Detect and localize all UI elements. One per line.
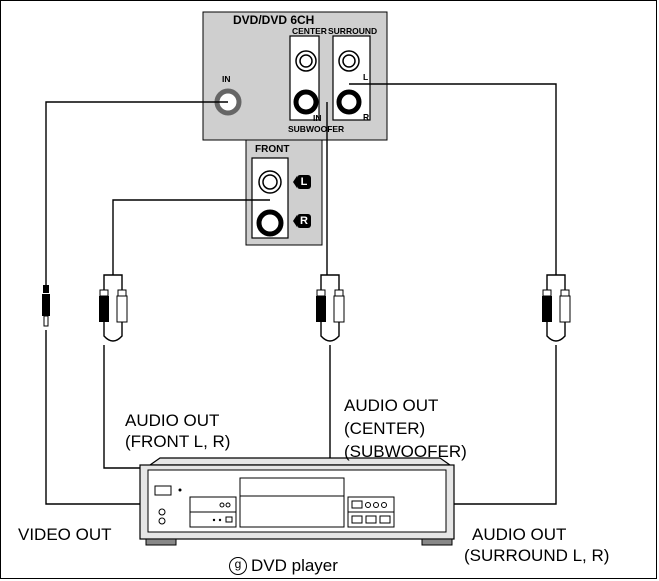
dvd-player-icon [139, 457, 455, 546]
front-r-badge: R [297, 214, 311, 228]
center-jack-inner-icon [299, 54, 313, 68]
surround-l-jack-inner-icon [342, 54, 356, 68]
player-marker: g [229, 557, 247, 575]
subwoofer-in-label: IN [313, 113, 322, 123]
front-r-jack-icon [256, 209, 284, 237]
panel-title: DVD/DVD 6CH [233, 13, 315, 27]
video-in-label: IN [222, 74, 231, 84]
surround-r-label: R [363, 112, 370, 122]
subwoofer-label: SUBWOOFER [288, 124, 345, 134]
audio-out-center-line3: (SUBWOOFER) [344, 442, 467, 461]
front-l-arrow-icon [293, 176, 297, 188]
front-l-badge: L [297, 175, 311, 189]
video-out-label: VIDEO OUT [18, 525, 112, 544]
surround-l-label: L [363, 72, 369, 82]
audio-out-surround-line1: AUDIO OUT [472, 525, 567, 544]
front-title: FRONT [255, 144, 290, 155]
player-caption: DVD player [251, 556, 338, 575]
center-plug-pair-icon [316, 274, 345, 342]
front-plug-pair-icon [99, 274, 128, 342]
audio-out-surround-line2: (SURROUND L, R) [464, 546, 610, 565]
center-label: CENTER [292, 26, 327, 36]
front-l-jack-inner-icon [262, 174, 278, 190]
surround-label: SURROUND [328, 26, 378, 36]
audio-out-center-line1: AUDIO OUT [344, 396, 439, 415]
surround-plug-pair-icon [542, 274, 571, 342]
audio-out-center-line2: (CENTER) [344, 419, 426, 438]
surround-r-jack-icon [336, 89, 362, 115]
cables [45, 83, 557, 505]
subwoofer-jack-icon [293, 89, 319, 115]
video-plug-icon [42, 275, 50, 327]
front-r-arrow-icon [293, 215, 297, 227]
audio-out-front-line1: AUDIO OUT [125, 411, 220, 430]
audio-out-front-line2: (FRONT L, R) [125, 432, 231, 451]
